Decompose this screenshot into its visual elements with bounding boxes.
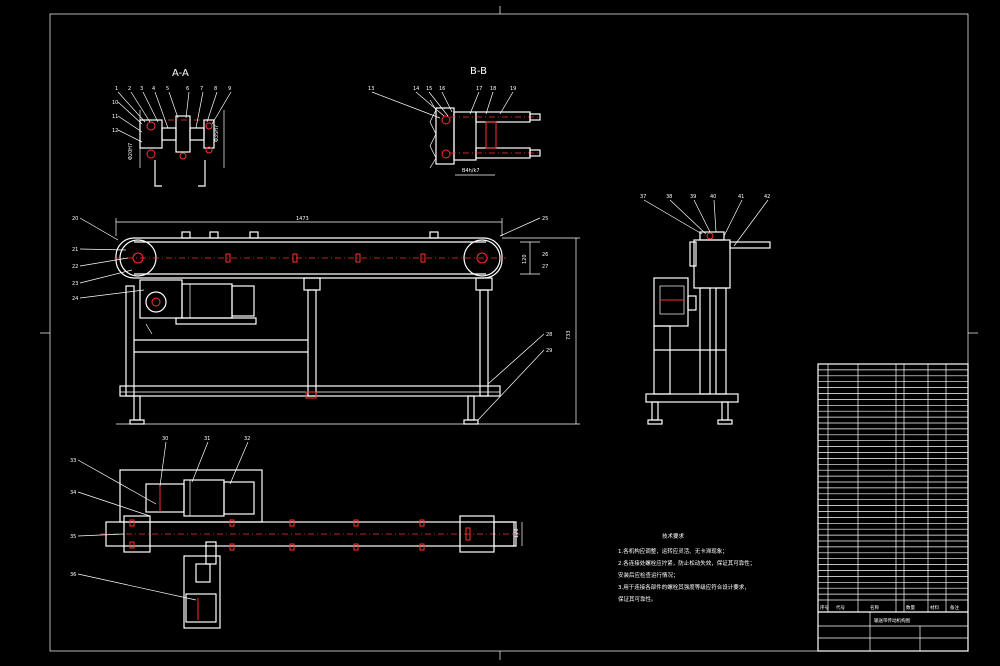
svg-text:6: 6 xyxy=(186,86,189,92)
svg-text:32: 32 xyxy=(244,436,250,442)
bom-header-remark: 备注 xyxy=(950,604,959,611)
drawing-border xyxy=(49,13,969,652)
tech-req-item-5: 保证其可靠性。 xyxy=(618,595,657,603)
svg-text:14: 14 xyxy=(413,86,419,92)
svg-text:12: 12 xyxy=(112,128,118,134)
dim-height: 733 xyxy=(566,330,572,340)
tech-req-item-2: 2.各连接处螺栓应拧紧，防止松动失效，保证其可靠性； xyxy=(618,559,755,567)
svg-text:19: 19 xyxy=(510,86,516,92)
svg-text:38: 38 xyxy=(666,194,672,200)
dim-length: 1473 xyxy=(296,216,309,222)
svg-text:7: 7 xyxy=(200,86,203,92)
title-block: 输送带传动机构图 序号 代号 名称 数量 材料 备注 xyxy=(817,363,969,652)
svg-text:13: 13 xyxy=(368,86,374,92)
svg-text:37: 37 xyxy=(640,194,646,200)
svg-text:9: 9 xyxy=(228,86,231,92)
bom-header-material: 材料 xyxy=(930,604,939,611)
svg-text:28: 28 xyxy=(546,332,552,338)
section-aa-title: A-A xyxy=(172,68,189,79)
top-view: 120 30 31 32 33 34 35 36 xyxy=(70,436,523,629)
svg-text:17: 17 xyxy=(476,86,482,92)
svg-text:2: 2 xyxy=(128,86,131,92)
svg-text:39: 39 xyxy=(690,194,696,200)
svg-text:20: 20 xyxy=(72,216,78,222)
svg-text:40: 40 xyxy=(710,194,716,200)
svg-text:42: 42 xyxy=(764,194,770,200)
bom-header-no: 序号 xyxy=(820,604,829,611)
tech-req-item-3: 安装后应检查运行情况； xyxy=(618,571,679,579)
dim-width: 120 xyxy=(514,528,520,538)
svg-text:27: 27 xyxy=(542,264,548,270)
svg-text:31: 31 xyxy=(204,436,210,442)
svg-text:5: 5 xyxy=(166,86,169,92)
svg-text:33: 33 xyxy=(70,458,76,464)
svg-text:Φ35H7: Φ35H7 xyxy=(214,125,220,142)
section-bb-title: B-B xyxy=(470,66,487,77)
svg-text:29: 29 xyxy=(546,348,552,354)
svg-text:22: 22 xyxy=(72,264,78,270)
svg-text:11: 11 xyxy=(112,114,118,120)
tech-req-heading: 技术要求 xyxy=(662,532,685,540)
svg-text:41: 41 xyxy=(738,194,744,200)
svg-text:34: 34 xyxy=(70,490,76,496)
svg-text:10: 10 xyxy=(112,100,118,106)
svg-text:16: 16 xyxy=(439,86,445,92)
svg-text:3: 3 xyxy=(140,86,143,92)
svg-text:21: 21 xyxy=(72,247,78,253)
svg-text:30: 30 xyxy=(162,436,168,442)
tech-req-item-1: 1.各机构应调整，运转应灵活、无卡滞现象； xyxy=(618,547,728,555)
dim-belt: 120 xyxy=(522,254,528,264)
front-view: 1473 xyxy=(72,216,580,425)
bom-header-name: 名称 xyxy=(870,604,879,611)
technical-requirements: 技术要求 1.各机构应调整，运转应灵活、无卡滞现象； 2.各连接处螺栓应拧紧，防… xyxy=(618,532,755,603)
svg-text:35: 35 xyxy=(70,534,76,540)
svg-text:4: 4 xyxy=(152,86,155,92)
bom-header-code: 代号 xyxy=(836,604,845,611)
section-bb-view: B-B B4h/k7 13 14 15 16 17 18 19 xyxy=(368,66,541,176)
svg-text:8: 8 xyxy=(214,86,217,92)
svg-text:26: 26 xyxy=(542,252,548,258)
svg-text:25: 25 xyxy=(542,216,548,222)
svg-text:B4h/k7: B4h/k7 xyxy=(462,168,480,174)
tech-req-item-4: 3.用于连接各部件的螺栓其强度等级应符合设计要求， xyxy=(618,583,750,591)
svg-text:24: 24 xyxy=(72,296,78,302)
svg-text:1: 1 xyxy=(115,86,118,92)
section-aa-view: A-A Φ35H7 Φ20H7 1 2 3 4 5 6 7 8 9 10 11 xyxy=(112,68,232,187)
svg-text:18: 18 xyxy=(490,86,496,92)
svg-text:23: 23 xyxy=(72,281,78,287)
bom-header-qty: 数量 xyxy=(906,604,915,611)
side-view: 37 38 39 40 41 42 xyxy=(640,194,771,425)
drawing-name: 输送带传动机构图 xyxy=(874,617,910,624)
svg-text:15: 15 xyxy=(426,86,432,92)
svg-text:36: 36 xyxy=(70,572,76,578)
svg-text:Φ20H7: Φ20H7 xyxy=(128,143,134,160)
